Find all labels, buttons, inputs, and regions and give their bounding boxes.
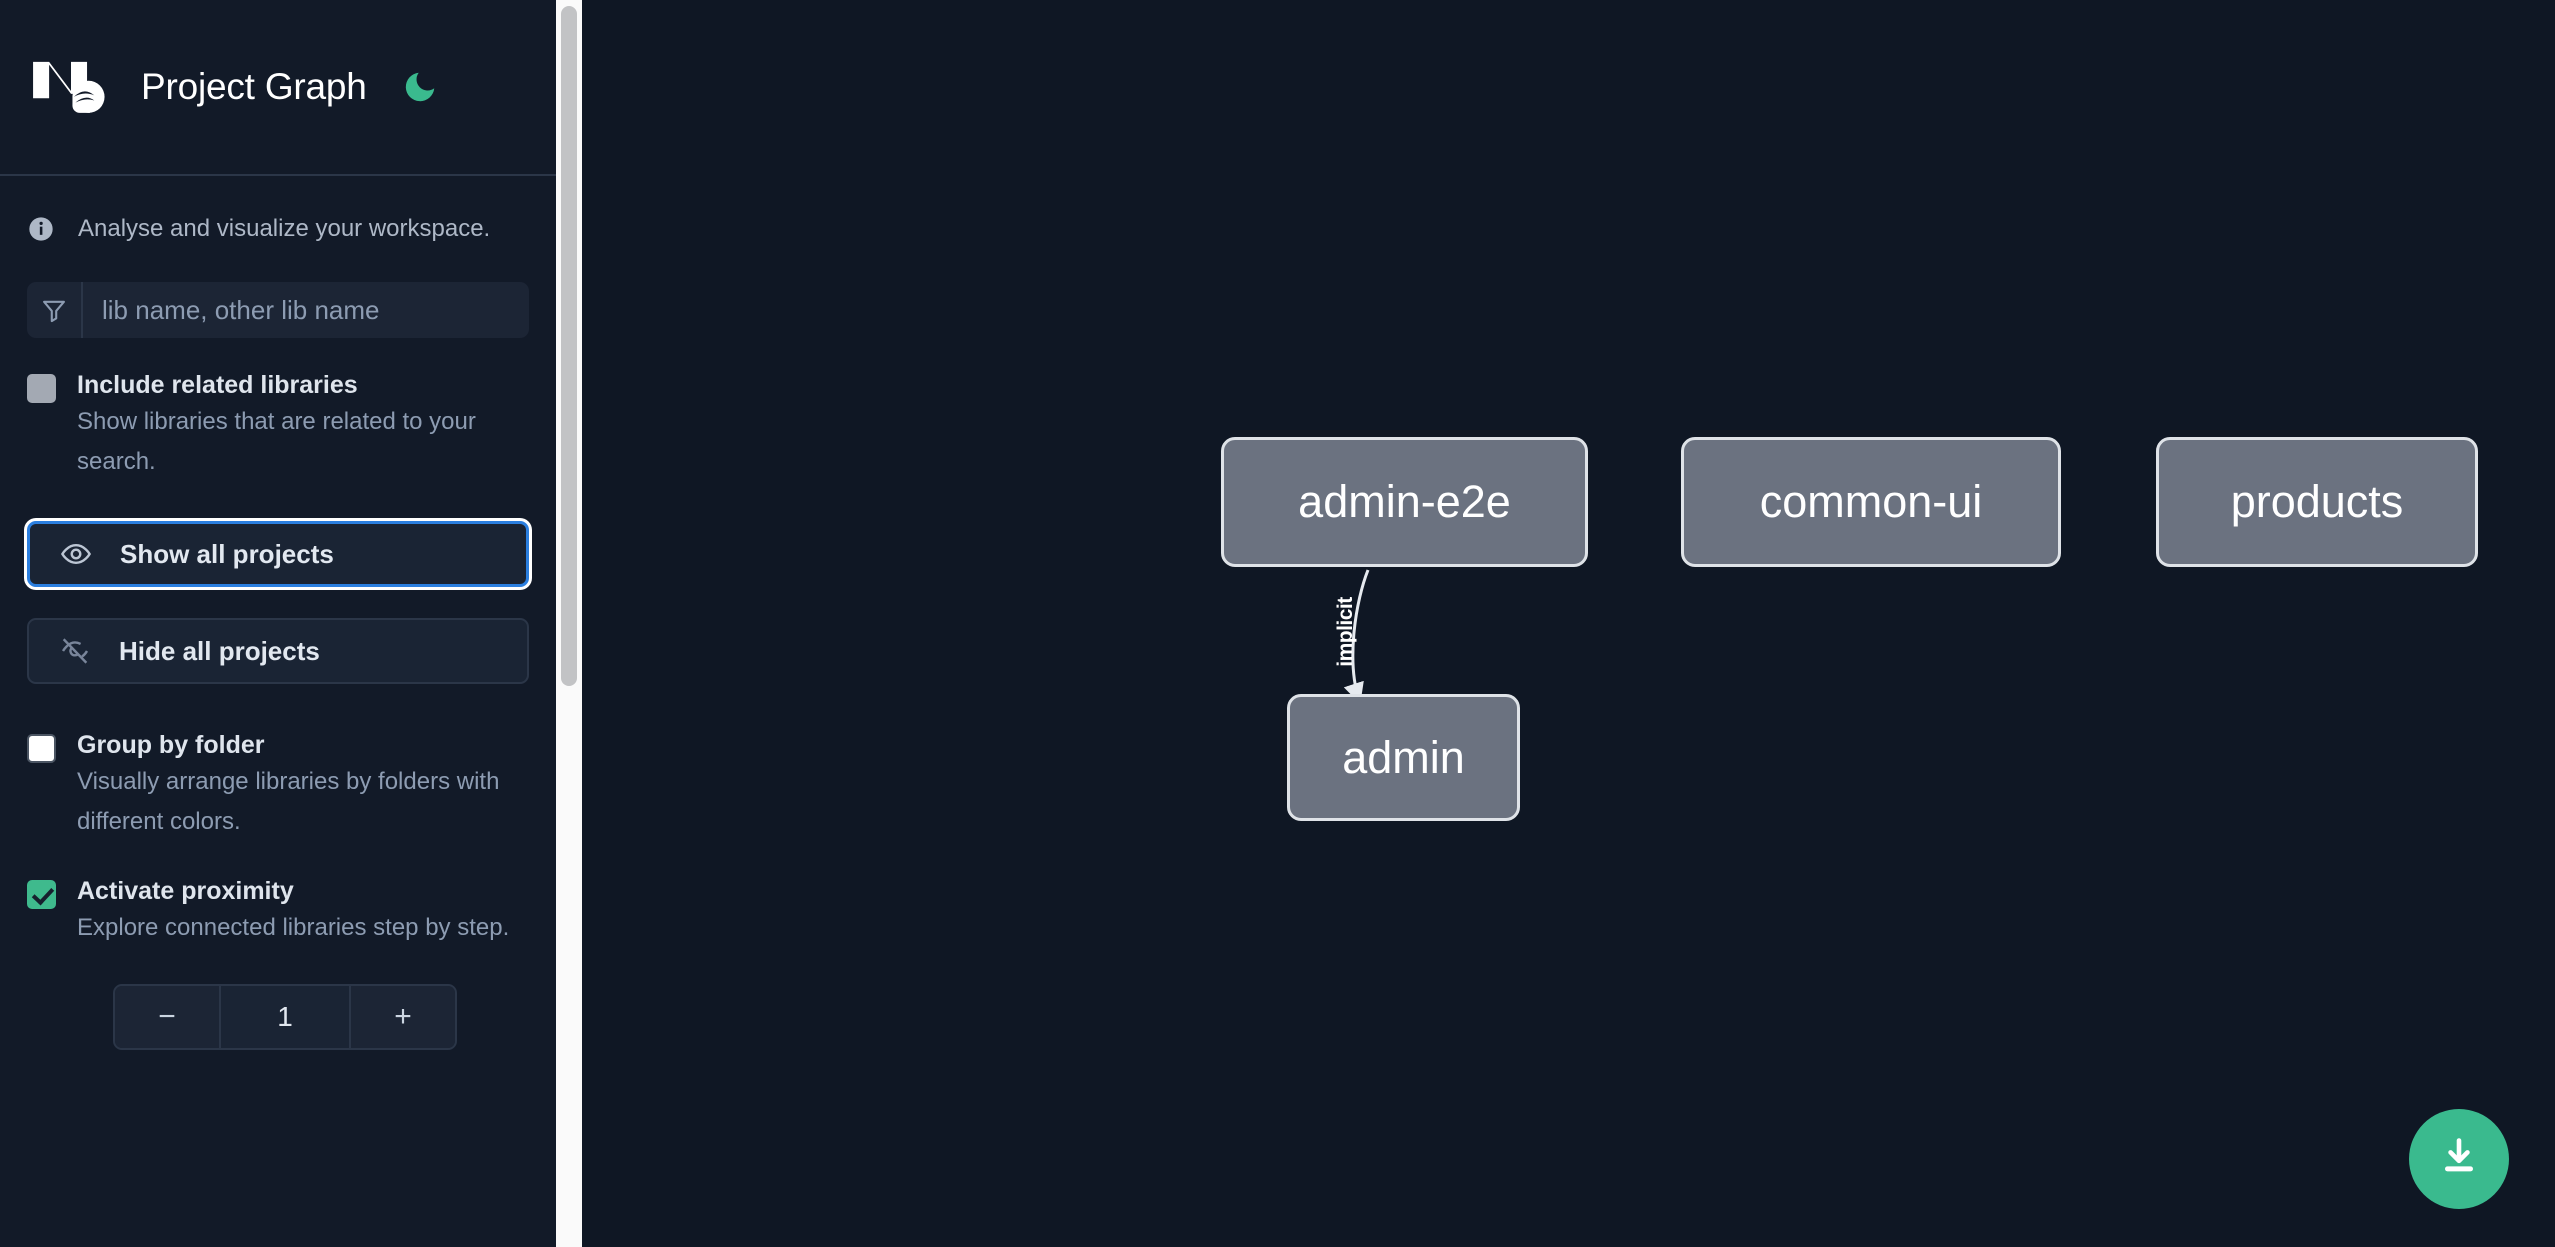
search-input[interactable]: [83, 282, 529, 338]
sidebar-scrollbar-thumb[interactable]: [561, 6, 577, 686]
proximity-stepper: − 1 +: [113, 984, 457, 1050]
page-title: Project Graph: [141, 66, 367, 107]
eye-icon: [58, 536, 94, 572]
show-all-projects-button[interactable]: Show all projects: [27, 521, 529, 587]
activate-proximity-label: Activate proximity: [77, 877, 294, 905]
include-related-libraries-label: Include related libraries: [77, 371, 358, 399]
edge-label-implicit-admin: implicit: [1334, 597, 1357, 667]
moon-icon[interactable]: [397, 64, 443, 110]
graph-canvas[interactable]: implicit implicit admin-e2e common-ui pr…: [556, 0, 2555, 1247]
include-related-libraries-description: Show libraries that are related to your …: [77, 408, 476, 475]
option-activate-proximity[interactable]: Activate proximity Explore connected lib…: [0, 874, 556, 948]
sidebar-scrollbar[interactable]: [556, 0, 582, 1247]
info-text: Analyse and visualize your workspace.: [78, 215, 491, 242]
download-icon: [2436, 1134, 2482, 1185]
spacer: [0, 587, 556, 618]
group-by-folder-label: Group by folder: [77, 731, 265, 759]
group-by-folder-description: Visually arrange libraries by folders wi…: [77, 768, 500, 835]
graph-edges: [1343, 569, 1370, 704]
activate-proximity-description: Explore connected libraries step by step…: [77, 914, 510, 941]
group-by-folder-checkbox[interactable]: [27, 734, 56, 763]
sidebar-header: Project Graph: [0, 0, 556, 176]
option-group-by-folder[interactable]: Group by folder Visually arrange librari…: [0, 728, 556, 842]
download-button[interactable]: [2409, 1109, 2509, 1209]
graph-node-admin[interactable]: admin: [1287, 694, 1520, 821]
info-row: Analyse and visualize your workspace.: [0, 176, 556, 282]
eye-off-icon: [57, 633, 93, 669]
include-related-libraries-checkbox[interactable]: [27, 374, 56, 403]
info-icon: [27, 215, 55, 243]
proximity-decrement-button[interactable]: −: [115, 986, 219, 1048]
proximity-increment-button[interactable]: +: [351, 986, 455, 1048]
filter-box: [27, 282, 529, 338]
funnel-icon: [27, 282, 83, 338]
hide-all-projects-button[interactable]: Hide all projects: [27, 618, 529, 684]
sidebar: Project Graph Analyse and visualize your…: [0, 0, 556, 1247]
option-include-related-libraries[interactable]: Include related libraries Show libraries…: [0, 368, 556, 482]
graph-node-admin-e2e[interactable]: admin-e2e: [1221, 437, 1588, 567]
spacer: [0, 482, 556, 521]
proximity-value: 1: [219, 986, 351, 1048]
nx-logo-icon: [27, 56, 115, 118]
show-all-projects-label: Show all projects: [120, 538, 334, 569]
graph-node-common-ui[interactable]: common-ui: [1681, 437, 2061, 567]
hide-all-projects-label: Hide all projects: [119, 635, 320, 666]
graph-node-products[interactable]: products: [2156, 437, 2478, 567]
activate-proximity-checkbox[interactable]: [27, 880, 56, 909]
